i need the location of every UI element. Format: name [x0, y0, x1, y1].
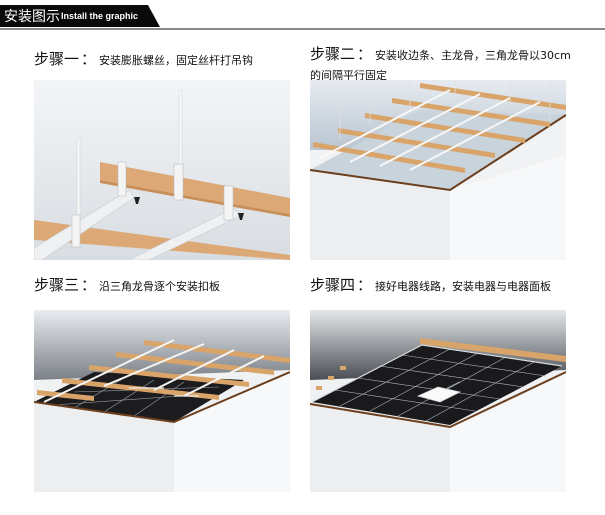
step-3-desc: 沿三角龙骨逐个安装扣板: [99, 280, 221, 293]
step-3-colon: ：: [81, 276, 97, 294]
step-4-label: 步骤四: [310, 276, 356, 294]
step-1-title: 步骤一：安装膨胀螺丝，固定丝杆打吊钩: [34, 49, 253, 69]
step-4-desc: 接好电器线路，安装电器与电器面板: [375, 280, 552, 293]
header-divider: [0, 28, 605, 30]
step-1-colon: ：: [81, 50, 97, 68]
step-1-desc: 安装膨胀螺丝，固定丝杆打吊钩: [99, 54, 254, 67]
section-header: 安装图示 Install the graphic: [0, 5, 160, 27]
finished-ceiling-light-illustration: [310, 310, 566, 492]
step-2-desc-line2: 的间隔平行固定: [310, 69, 387, 82]
step-2-image: [310, 80, 566, 260]
step-1-image: [34, 80, 290, 260]
step-2-title: 步骤二：安装收边条、主龙骨，三角龙骨以30cm 的间隔平行固定: [310, 44, 600, 84]
panel-installation-illustration: [34, 310, 290, 492]
step-2-colon: ：: [357, 45, 373, 63]
keel-grid-illustration: [310, 80, 566, 260]
step-1-label: 步骤一: [34, 50, 80, 68]
step-3-image: [34, 310, 290, 492]
header-title-cn: 安装图示: [4, 9, 60, 25]
hanger-rod-keel-illustration: [34, 80, 290, 260]
step-2-label: 步骤二: [310, 45, 356, 63]
step-3-label: 步骤三: [34, 276, 80, 294]
step-4-colon: ：: [357, 276, 373, 294]
header-title-en: Install the graphic: [61, 11, 139, 21]
step-3-title: 步骤三：沿三角龙骨逐个安装扣板: [34, 275, 220, 295]
step-4-image: [310, 310, 566, 492]
step-2-desc: 安装收边条、主龙骨，三角龙骨以30cm: [375, 49, 571, 62]
step-4-title: 步骤四：接好电器线路，安装电器与电器面板: [310, 275, 551, 295]
